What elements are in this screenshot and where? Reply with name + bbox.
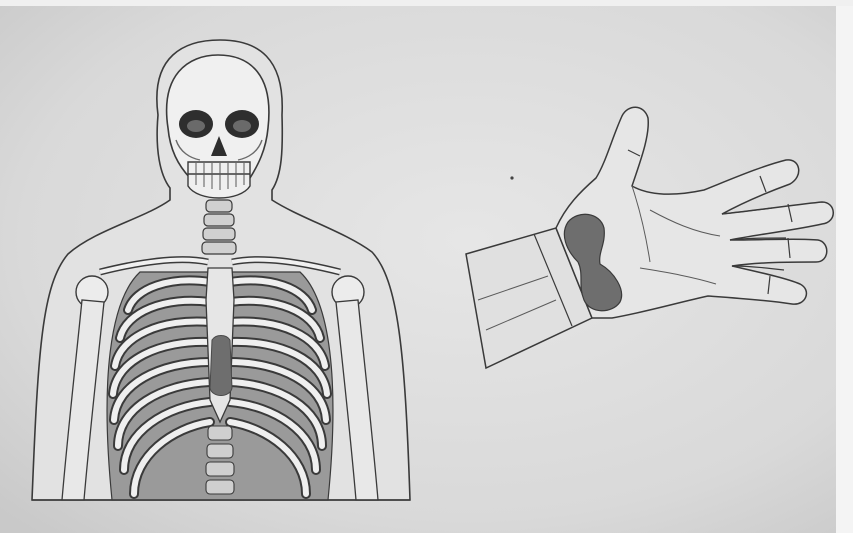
jaw [188,162,250,198]
paper-right-edge [836,0,853,533]
sternum-highlight [210,336,232,396]
paper-speck [510,176,513,179]
paper-top-edge [0,0,853,6]
